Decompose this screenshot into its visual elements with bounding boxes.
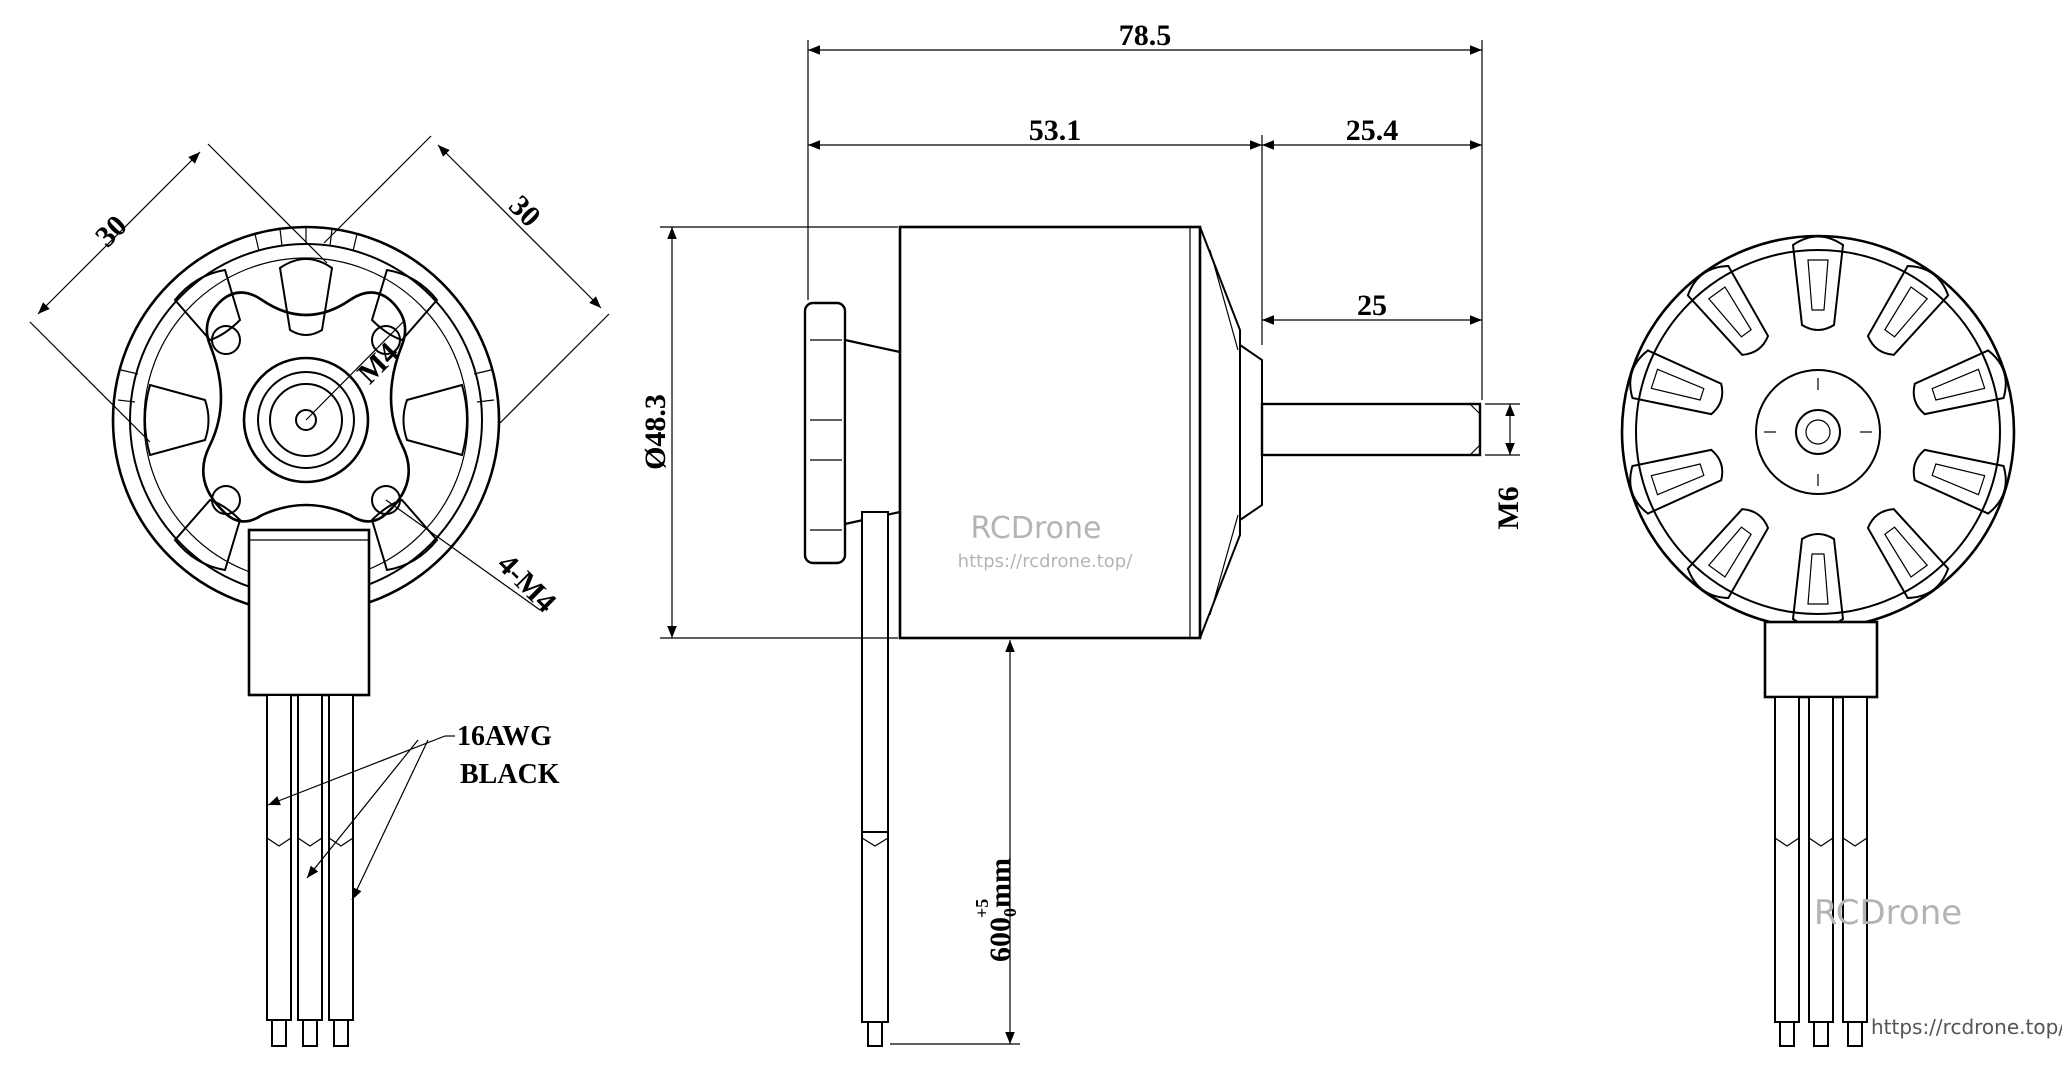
lead-length-unit: mm <box>984 858 1017 908</box>
rear-vent-inner <box>1650 259 1986 605</box>
mount-flange <box>803 301 847 565</box>
rear-shaft-end <box>1805 419 1831 445</box>
shaft-extension-label: 25.4 <box>1346 114 1399 147</box>
center-watermark-brand: RCDrone <box>971 511 1102 546</box>
overall-length-dim <box>807 40 1483 400</box>
shaft-thread-label: M6 <box>1492 486 1525 529</box>
diameter-label: Ø48.3 <box>639 394 672 470</box>
center-boss-inner <box>269 383 343 457</box>
lead-length-value: 600 <box>984 917 1017 962</box>
center-boss-mid <box>257 371 355 469</box>
wire-color-note: BLACK <box>460 759 560 790</box>
mount-spacing-b-label: 30 <box>502 189 547 234</box>
wire-exit-left <box>247 528 371 697</box>
svg-text:6000mm: 6000mm <box>984 858 1020 962</box>
lead-wires-left <box>266 694 354 1047</box>
right-watermark-url: https://rcdrone.top/ <box>1871 1015 2062 1039</box>
right-watermark-brand: RCDrone <box>1814 893 1962 933</box>
mount-hole-2 <box>371 325 401 355</box>
center-watermark-url: https://rcdrone.top/ <box>958 551 1134 572</box>
side-view: 78.5 53.1 25.4 25 Ø48.3 M6 <box>639 19 1525 1047</box>
lead-wires-right <box>1774 696 1868 1047</box>
outer-band-notches <box>117 227 495 403</box>
wire-gauge-note: 16AWG <box>457 721 552 752</box>
mount-hole-1 <box>211 325 241 355</box>
front-view-mount-side: 30 30 M4 4-M4 16AWG BLACK <box>29 135 610 1047</box>
x-mount-plate <box>202 291 410 523</box>
rear-vents <box>1629 235 2007 629</box>
mount-neck <box>843 338 902 526</box>
lead-wire-side <box>861 511 889 833</box>
wire-exit-right <box>1763 620 1879 699</box>
mount-spacing-dims <box>29 135 610 611</box>
rear-outer-ring <box>1620 234 2016 630</box>
lead-length-dim <box>890 640 1020 1045</box>
mount-holes <box>211 325 401 515</box>
rear-hub <box>1755 369 1881 495</box>
rear-bell <box>1199 226 1241 639</box>
mount-spacing-a-label: 30 <box>89 209 134 254</box>
output-shaft <box>1260 402 1482 457</box>
shaft-length-label: 25 <box>1357 289 1387 322</box>
lead-length-label-group: 6000mm +5 <box>972 858 1020 962</box>
body-length-dim <box>808 135 1482 345</box>
center-thread-hole <box>295 409 317 431</box>
lead-tolerance-lower: 0 <box>1000 908 1020 917</box>
center-thread-label: M4 <box>351 336 405 390</box>
mount-hole-3 <box>211 485 241 515</box>
rear-inner-ring <box>1635 249 2001 615</box>
mount-hole-4 <box>371 485 401 515</box>
rear-view: RCDrone https://rcdrone.top/ <box>1620 234 2062 1047</box>
center-boss-outer <box>242 356 370 484</box>
shaft-thread-dim <box>1485 403 1520 456</box>
overall-length-label: 78.5 <box>1119 19 1172 52</box>
rear-hub-marks <box>1764 378 1872 486</box>
lead-tolerance-upper: +5 <box>972 899 992 918</box>
diameter-dim <box>660 226 898 639</box>
motor-can <box>898 225 1202 640</box>
body-length-label: 53.1 <box>1029 114 1082 147</box>
wire-callout-leaders <box>267 735 455 901</box>
rear-bearing <box>1795 409 1841 455</box>
